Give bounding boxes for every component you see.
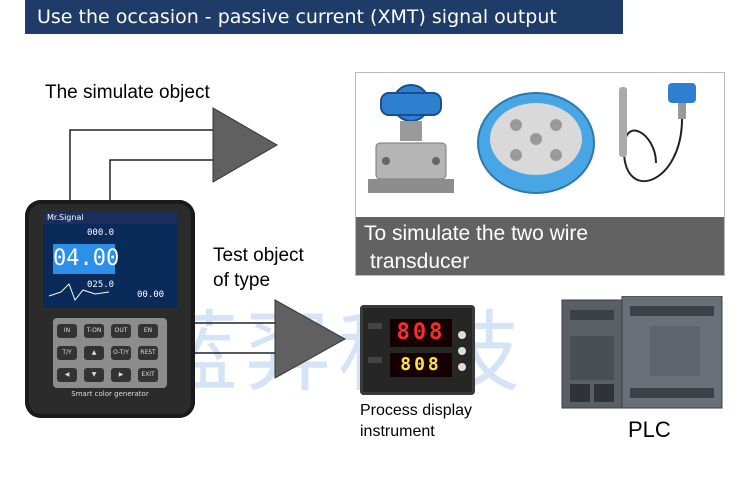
device-waveform: [48, 283, 110, 301]
process-display-label: Process display instrument: [360, 400, 472, 442]
instrument-sv-display: 808: [390, 353, 452, 377]
key-up[interactable]: ▲: [84, 346, 104, 360]
process-display-instrument: 808 808: [360, 305, 475, 395]
key-t-on[interactable]: T-ON: [84, 324, 104, 338]
device-value-top: 000.0: [87, 228, 115, 238]
caption-line1: To simulate the two wire: [364, 222, 589, 245]
arrow-to-transducers: [212, 107, 278, 183]
key-left[interactable]: ◀: [57, 368, 77, 382]
device-value-right: 00.00: [137, 290, 165, 300]
key-down[interactable]: ▼: [84, 368, 104, 382]
header-title: Use the occasion - passive current (XMT)…: [37, 6, 557, 28]
process-display-line1: Process display: [360, 402, 473, 419]
device-main-value: 04.00: [53, 244, 119, 274]
key-rest[interactable]: REST: [138, 346, 158, 360]
test-object-label: Test object of type: [213, 243, 304, 293]
key-exit[interactable]: EXIT: [138, 368, 158, 382]
key-t-y[interactable]: T/Y: [57, 346, 77, 360]
instrument-buttons: [368, 323, 466, 371]
device-footer: Smart color generator: [71, 390, 149, 398]
device-brand: Mr.Signal: [43, 212, 177, 224]
transducer-photo-panel: To simulate the two wire transducer: [355, 72, 725, 276]
key-in[interactable]: IN: [57, 324, 77, 338]
key-en[interactable]: EN: [138, 324, 158, 338]
caption-line2: transducer: [370, 250, 470, 273]
pressure-transmitter-image: [368, 84, 454, 193]
temperature-module-image: [477, 92, 595, 194]
header-banner: Use the occasion - passive current (XMT)…: [25, 0, 623, 34]
signal-generator-device: Mr.Signal 000.0 04.00 025.0 00.00 IN T-O…: [25, 200, 195, 418]
connector-line-mid: [109, 159, 215, 200]
simulate-object-label: The simulate object: [45, 82, 210, 103]
transducer-caption: To simulate the two wire transducer: [356, 217, 724, 275]
key-right[interactable]: ▶: [111, 368, 131, 382]
instrument-pv-display: 808: [390, 319, 452, 347]
plc-label: PLC: [628, 417, 671, 442]
plc-image: [561, 296, 723, 409]
test-object-line2: of type: [213, 270, 271, 291]
connector-line-top: [69, 129, 215, 200]
transducer-images: [368, 83, 696, 194]
key-out[interactable]: OUT: [111, 324, 131, 338]
process-display-line2: instrument: [360, 423, 435, 440]
level-sensor-image: [619, 83, 696, 182]
key-o-t-y[interactable]: O-T/Y: [111, 346, 131, 360]
device-value-mid: 025.0: [87, 280, 115, 290]
arrow-to-instruments: [274, 299, 347, 379]
device-screen: 000.0 04.00 025.0 00.00: [43, 224, 177, 308]
device-keypad: IN T-ON OUT EN T/Y ▲ O-T/Y REST ◀ ▼ ▶ EX…: [53, 318, 167, 388]
test-object-line1: Test object: [213, 245, 304, 266]
